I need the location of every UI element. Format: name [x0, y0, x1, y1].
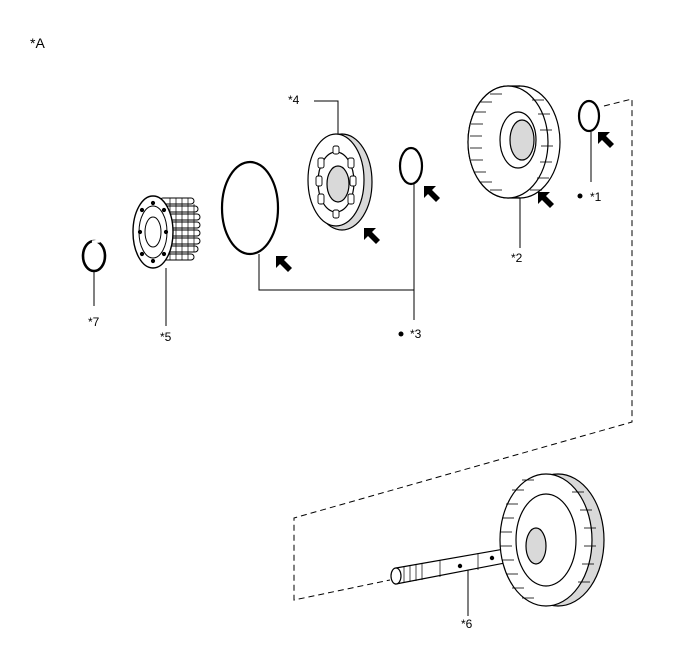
arrow-icon	[364, 228, 380, 244]
input-shaft-part6	[390, 473, 605, 616]
arrow-icon	[276, 256, 292, 272]
callout-label-5: *5	[160, 330, 172, 344]
spring-retainer-part5	[132, 195, 201, 326]
arrow-icon	[598, 132, 614, 148]
callout-label-2: *2	[511, 251, 523, 265]
leader-line-3	[258, 254, 414, 291]
small-o-ring-part3	[398, 146, 440, 202]
arrow-icon	[424, 186, 440, 202]
large-o-ring-part3	[220, 160, 292, 272]
dot-icon	[398, 331, 404, 337]
callout-label-3: *3	[410, 327, 422, 341]
arrow-icon	[538, 192, 554, 208]
o-ring-part1	[577, 99, 614, 182]
callout-label-6: *6	[461, 617, 473, 631]
callout-label-1: *1	[590, 190, 602, 204]
piston-part4	[307, 100, 380, 244]
dot-icon	[577, 193, 583, 199]
snap-ring-part7	[81, 239, 107, 306]
clutch-drum-part2	[467, 85, 561, 248]
callout-label-4: *4	[288, 93, 300, 107]
assembly-dashed-line	[293, 98, 633, 601]
figure-title-label: *A	[30, 35, 45, 51]
callout-label-7: *7	[88, 315, 100, 329]
